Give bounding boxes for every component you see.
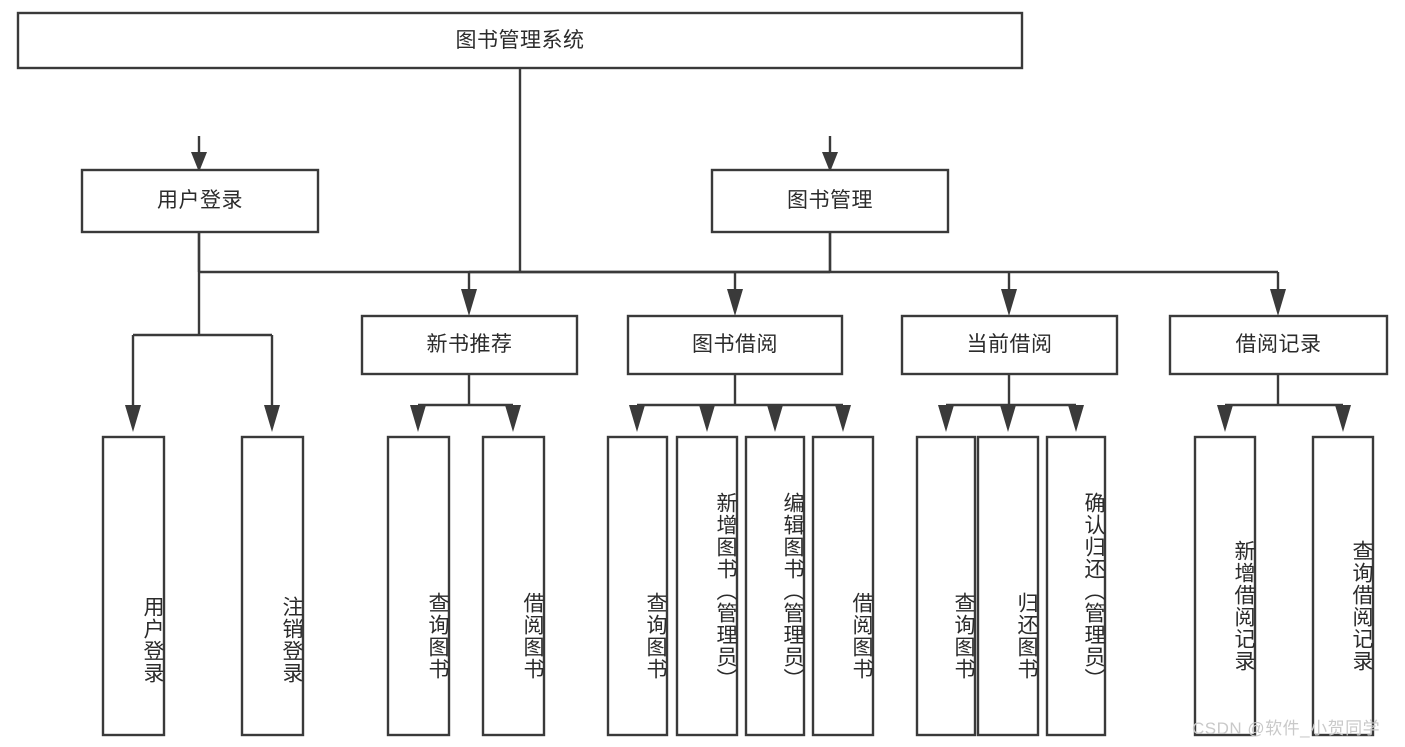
node-box-leaf-9[interactable]	[976, 435, 1040, 737]
node-box-leaf-7[interactable]	[811, 435, 875, 737]
node-box-new-book-recommend[interactable]	[360, 314, 579, 376]
connector-group-book-borrow-children	[629, 374, 851, 432]
node-box-root[interactable]	[16, 11, 1024, 70]
connector-group-current-borrow-children	[938, 374, 1084, 432]
arrowhead-book-manage	[822, 152, 838, 172]
connector-group-borrow-record-children	[1217, 374, 1351, 432]
arrowhead-leaf-borrow-book-1	[505, 405, 521, 432]
node-box-leaf-5[interactable]	[675, 435, 739, 737]
node-box-book-manage[interactable]	[710, 168, 950, 234]
node-box-borrow-record[interactable]	[1168, 314, 1389, 376]
arrowhead-book-borrow	[727, 289, 743, 316]
node-box-current-borrow[interactable]	[900, 314, 1119, 376]
connector-group-level2-arrows	[191, 152, 838, 172]
arrowhead-leaf-query-record	[1335, 405, 1351, 432]
arrowhead-new-book	[461, 289, 477, 316]
connector-group-user-login-children	[125, 232, 280, 432]
node-box-leaf-10[interactable]	[1045, 435, 1107, 737]
node-box-leaf-1[interactable]	[240, 435, 305, 737]
arrowhead-leaf-query-book-1	[410, 405, 426, 432]
arrowhead-leaf-edit-book	[767, 405, 783, 432]
node-box-leaf-12[interactable]	[1311, 435, 1375, 737]
arrowhead-borrow-record	[1270, 289, 1286, 316]
node-box-leaf-2[interactable]	[386, 435, 451, 737]
arrowhead-leaf-borrow-book-2	[835, 405, 851, 432]
arrowhead-leaf-add-record	[1217, 405, 1233, 432]
node-box-leaf-8[interactable]	[915, 435, 977, 737]
arrowhead-current-borrow	[1001, 289, 1017, 316]
arrowhead-leaf-query-book-3	[938, 405, 954, 432]
node-box-user-login[interactable]	[80, 168, 320, 234]
node-box-leaf-11[interactable]	[1193, 435, 1257, 737]
node-box-leaf-6[interactable]	[744, 435, 806, 737]
connector-group-book-manage-children	[461, 232, 1286, 316]
node-box-leaf-0[interactable]	[101, 435, 166, 737]
arrowhead-leaf-return-book	[1000, 405, 1016, 432]
node-box-leaf-3[interactable]	[481, 435, 546, 737]
csdn-watermark: CSDN @软件_小贺同学	[1192, 719, 1381, 738]
arrowhead-leaf-logout	[264, 405, 280, 432]
arrowhead-leaf-confirm-return	[1068, 405, 1084, 432]
node-box-book-borrow[interactable]	[626, 314, 844, 376]
arrowhead-user-login	[191, 152, 207, 172]
arrowhead-leaf-query-book-2	[629, 405, 645, 432]
arrowhead-leaf-user-login	[125, 405, 141, 432]
arrowhead-leaf-add-book	[699, 405, 715, 432]
node-box-leaf-4[interactable]	[606, 435, 669, 737]
connector-group-new-book-children	[410, 374, 521, 432]
